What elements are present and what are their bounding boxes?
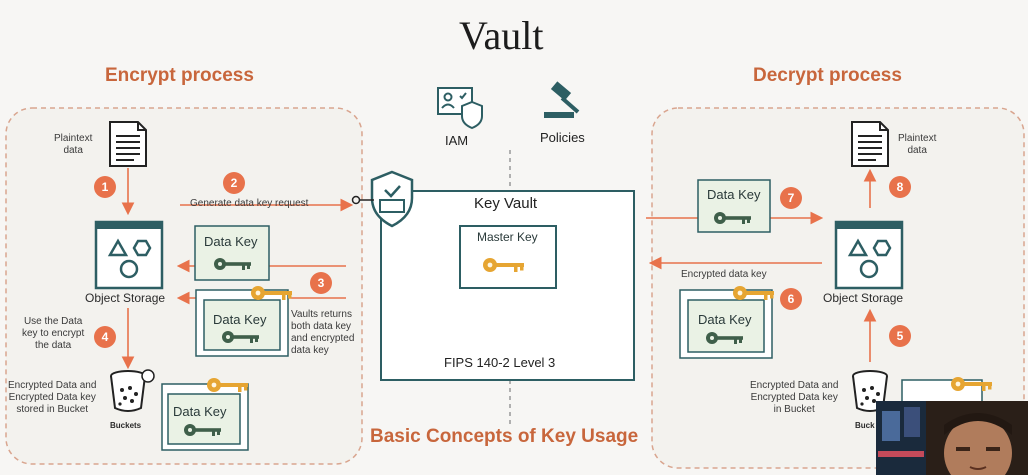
iam-icon: [437, 87, 483, 130]
master-key-box: [459, 225, 557, 289]
plaintext-doc-icon: [851, 121, 889, 167]
object-storage-icon: [94, 220, 164, 290]
enc-data-key-box: [194, 225, 270, 281]
step-5-badge: 5: [889, 325, 911, 347]
enc-data-key-label: Data Key: [204, 234, 258, 249]
step-1-badge: 1: [94, 176, 116, 198]
step-2-badge: 2: [223, 172, 245, 194]
enc-stored-label: Encrypted Data and Encrypted Data key st…: [8, 380, 97, 415]
step-7-badge: 7: [780, 187, 802, 209]
dec-buckets-label: Buck: [855, 421, 875, 430]
plaintext-doc-icon: [109, 121, 147, 167]
encrypted-data-key-label: Encrypted data key: [681, 269, 767, 280]
gavel-icon: [544, 81, 580, 118]
vault-returns-label: Vaults returns both data key and encrypt…: [291, 309, 355, 356]
dec-data-key-box: [697, 179, 771, 233]
dec-stored-label: Encrypted Data and Encrypted Data key in…: [750, 380, 839, 415]
basic-concepts-label: Basic Concepts of Key Usage: [370, 426, 639, 447]
step-3-badge: 3: [310, 272, 332, 294]
shield-lock-icon: [370, 170, 414, 228]
generate-request-label: Generate data key request: [190, 198, 309, 209]
key-vault-label: Key Vault: [474, 195, 538, 212]
dec-encrypted-key-box: [687, 299, 765, 353]
fips-label: FIPS 140-2 Level 3: [444, 355, 556, 370]
dec-plaintext-label: Plaintext data: [898, 133, 937, 156]
master-key-label: Master Key: [477, 230, 538, 244]
webcam-overlay: [876, 401, 1028, 475]
enc-object-storage-label: Object Storage: [85, 291, 166, 305]
bucket-data-key-box: [167, 393, 241, 445]
enc-encrypted-data-key-label: Data Key: [213, 312, 267, 327]
use-data-key-label: Use the Data key to encrypt the data: [22, 316, 85, 351]
dec-object-storage-label: Object Storage: [823, 291, 904, 305]
encrypt-panel: [5, 107, 363, 465]
step-8-badge: 8: [889, 176, 911, 198]
key-vault-box: [380, 190, 635, 381]
step-6-badge: 6: [780, 288, 802, 310]
decrypt-heading: Decrypt process: [753, 65, 902, 86]
policies-label: Policies: [540, 130, 585, 145]
bucket-data-key-label: Data Key: [173, 404, 227, 419]
page-title: Vault: [459, 13, 544, 58]
encrypt-heading: Encrypt process: [105, 65, 254, 86]
object-storage-icon: [834, 220, 904, 290]
dec-encrypted-data-key-label: Data Key: [698, 312, 752, 327]
iam-label: IAM: [445, 133, 469, 148]
dec-data-key-label: Data Key: [707, 187, 761, 202]
enc-encrypted-key-box: [203, 299, 281, 351]
bucket-icon: [110, 370, 146, 412]
enc-plaintext-label: Plaintext data: [54, 133, 93, 156]
step-4-badge: 4: [94, 326, 116, 348]
buckets-label: Buckets: [110, 421, 142, 430]
